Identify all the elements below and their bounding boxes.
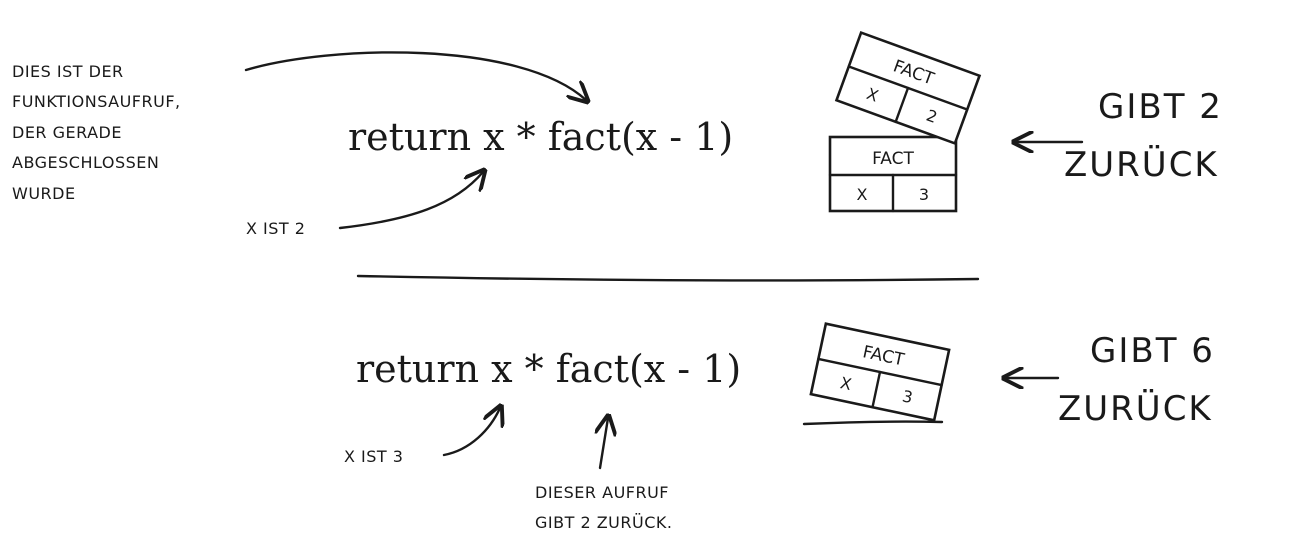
frame-base-line bbox=[802, 420, 944, 426]
frame-title: FACT bbox=[872, 149, 914, 169]
lower-call-note-2: GIBT 2 ZURÜCK. bbox=[535, 513, 672, 532]
annotation-line-5: WURDE bbox=[12, 184, 76, 203]
completed-call-annotation: DIES IST DER FUNKTIONSAUFRUF, DER GERADE… bbox=[12, 62, 181, 203]
lower-result-line-1: GIBT 6 bbox=[1090, 331, 1215, 371]
lower-call-arrow bbox=[600, 418, 608, 470]
lower-x-note: X IST 3 bbox=[344, 447, 403, 466]
annotation-arrow bbox=[244, 51, 586, 100]
upper-x-arrow bbox=[338, 172, 483, 230]
upper-x-note: X IST 2 bbox=[246, 219, 305, 238]
lower-x-arrow bbox=[442, 408, 500, 457]
lower-result-line-2: ZURÜCK bbox=[1058, 388, 1213, 429]
annotation-line-3: DER GERADE bbox=[12, 123, 122, 142]
stack-frame-fact-x3-lower: FACT X 3 bbox=[809, 322, 951, 422]
frame-var: X bbox=[838, 373, 853, 394]
upper-code-line: return x * fact(x - 1) bbox=[348, 115, 733, 159]
annotation-line-4: ABGESCHLOSSEN bbox=[12, 153, 159, 172]
section-divider bbox=[356, 274, 980, 282]
frame-value: 3 bbox=[900, 386, 914, 407]
annotation-line-2: FUNKTIONSAUFRUF, bbox=[12, 92, 181, 111]
frame-var: X bbox=[857, 185, 868, 204]
stack-frame-fact-x3: FACT X 3 bbox=[828, 135, 958, 213]
upper-section: DIES IST DER FUNKTIONSAUFRUF, DER GERADE… bbox=[12, 30, 1223, 238]
lower-call-note-1: DIESER AUFRUF bbox=[535, 483, 669, 502]
stack-frame-fact-x2: FACT X 2 bbox=[834, 30, 982, 146]
upper-result-line-2: ZURÜCK bbox=[1064, 144, 1219, 185]
annotation-line-1: DIES IST DER bbox=[12, 62, 124, 81]
lower-section: return x * fact(x - 1) X IST 3 DIESER AU… bbox=[344, 322, 1215, 532]
frame-value: 3 bbox=[919, 185, 929, 204]
lower-code-line: return x * fact(x - 1) bbox=[356, 347, 741, 391]
upper-result-line-1: GIBT 2 bbox=[1098, 87, 1223, 127]
